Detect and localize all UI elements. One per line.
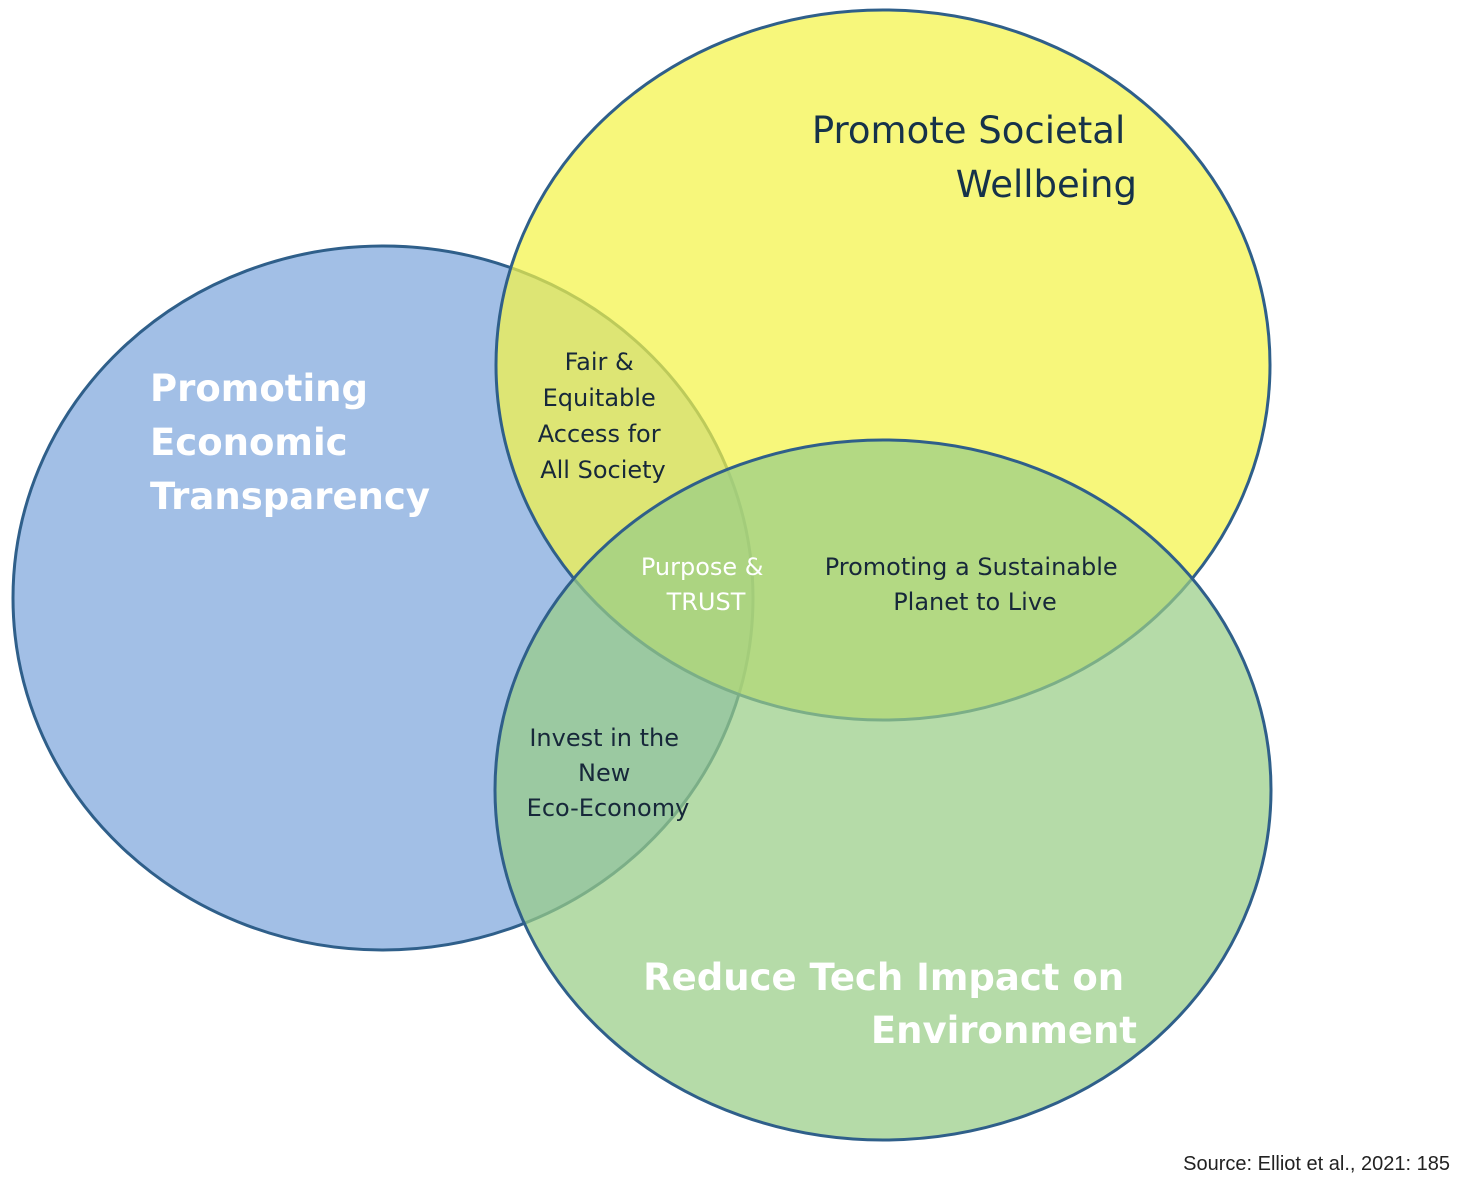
purpose-trust-label-line: TRUST (666, 588, 746, 616)
economic-transparency-label-line: Transparency (150, 475, 430, 518)
societal-wellbeing-label: Promote Societal Wellbeing (812, 109, 1137, 206)
economic-transparency-label: Promoting Economic Transparency (150, 367, 430, 518)
fair-access-label-line: Fair & (565, 348, 634, 376)
circle-environment-impact (493, 438, 1273, 1142)
source-citation: Source: Elliot et al., 2021: 185 (1183, 1153, 1450, 1175)
purpose-trust-label: Purpose & TRUST (641, 553, 771, 616)
eco-economy-label-line: Invest in the (529, 724, 679, 752)
economic-transparency-label-line: Economic (150, 421, 348, 464)
eco-economy-label-line: Eco-Economy (527, 794, 690, 822)
societal-wellbeing-label-line: Wellbeing (956, 163, 1137, 206)
environment-impact-label-line: Reduce Tech Impact on (643, 956, 1124, 999)
fair-access-label-line: All Society (540, 456, 666, 484)
environment-impact-label-line: Environment (871, 1009, 1137, 1052)
fair-access-label-line: Access for (538, 420, 661, 448)
sustainable-planet-label-line: Planet to Live (893, 588, 1057, 616)
sustainable-planet-label-line: Promoting a Sustainable (825, 553, 1118, 581)
environment-impact-label: Reduce Tech Impact on Environment (643, 956, 1137, 1052)
fair-access-label: Fair & Equitable Access for All Society (538, 348, 668, 484)
eco-economy-label-line: New (578, 759, 630, 787)
sustainable-planet-label: Promoting a Sustainable Planet to Live (825, 553, 1126, 616)
societal-wellbeing-label-line: Promote Societal (812, 109, 1125, 152)
fair-access-label-line: Equitable (543, 384, 656, 412)
economic-transparency-label-line: Promoting (150, 367, 368, 410)
purpose-trust-label-line: Purpose & (641, 553, 764, 581)
eco-economy-label: Invest in the New Eco-Economy (527, 724, 690, 822)
